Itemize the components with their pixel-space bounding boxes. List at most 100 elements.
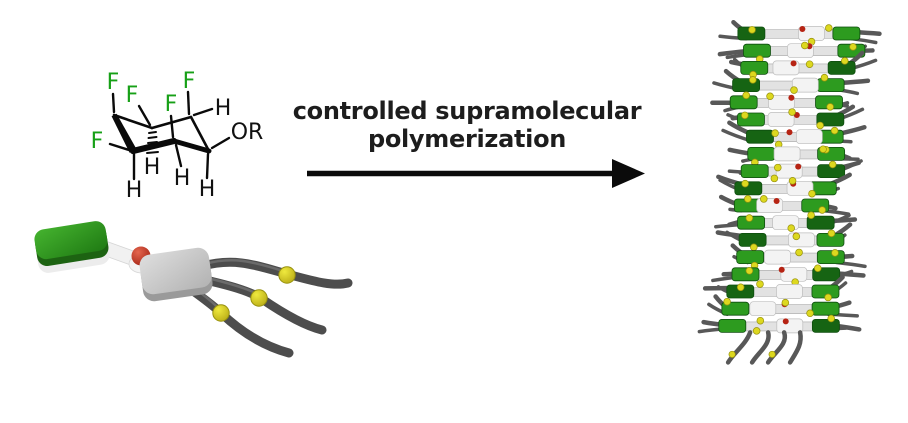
stack-bead [742,91,750,100]
stack-layer [702,274,848,302]
chain-bead [278,266,296,284]
fluorine-label: F [107,70,120,95]
hydrogen-label: H [174,166,191,191]
reaction-label-line1: controlled supramolecular [293,97,642,125]
stack-bead [827,229,836,238]
stack-bead [756,280,764,288]
stack-bead [792,232,801,241]
stack-bead [781,298,790,307]
stack-bead [736,283,745,292]
stack-bead [771,129,779,137]
stack-bead [816,121,824,130]
red-dot [788,94,795,101]
fray-bead [768,350,776,358]
fluorine-label: F [165,92,178,117]
stack-bead [800,41,809,50]
red-dot [782,318,789,325]
stack-layer [721,120,867,149]
stack-bead [756,316,765,325]
gray-core-block [139,247,213,302]
arrow-head [612,159,645,188]
hash-bond [146,131,159,154]
stack-bead [841,57,849,65]
stack-bead [831,249,839,257]
fluorine-label: F [126,83,139,108]
chain-bead [212,304,230,322]
green-tile [731,267,760,282]
stack-bead [805,60,814,68]
stack-layer [726,104,865,130]
chain-highlight [203,258,289,274]
white-block [768,94,795,110]
fray-bead [728,350,736,358]
stack-layer [728,50,878,79]
stack-bead [824,293,832,302]
stack-bead [741,111,749,120]
reaction-group: controlled supramolecular polymerization [293,97,645,188]
stack-bead [788,108,796,116]
green-tile [806,215,835,230]
stack-layer [716,172,852,198]
stack-bead [723,297,731,306]
stack-bead [790,86,798,94]
stack-bead [752,327,761,335]
monomer-3d-model [34,221,353,358]
stack-bead [745,267,754,275]
stack-bead [806,309,814,318]
white-block [791,77,819,93]
stack-bead [788,177,797,185]
stack-layer [718,194,851,216]
red-dot [790,60,797,67]
green-tile [736,250,765,265]
green-tile [816,112,845,127]
stack-bead [774,163,782,172]
fluorine-label: F [183,69,196,94]
stack-bead [766,92,774,100]
stack-bead [828,160,837,169]
stack-bead [819,145,827,153]
green-tile [740,164,769,179]
fray-chain [725,330,753,365]
stack-bead [787,224,795,232]
stack-bead [818,206,826,214]
reaction-label-line2: polymerization [368,125,566,153]
chain-bead [250,289,268,307]
stack-bead [744,195,752,203]
red-dot [799,26,806,32]
white-block [795,129,823,145]
green-tile [816,78,845,92]
stack-layer [730,243,867,270]
substituent-bonds [108,90,231,181]
stack-bead [750,243,758,251]
stack-layer [718,20,882,46]
wedge-bond [111,113,137,153]
stack-bead [827,314,835,323]
white-block [767,112,795,127]
stack-bead [770,174,779,183]
white-block [776,284,803,299]
green-head-block [34,221,110,273]
stack-bead [814,264,822,272]
stack-bead [808,189,816,198]
reaction-arrow [307,159,645,188]
monomer-structural-formula: F F F F F H H H H H OR [91,69,264,203]
fluorine-label: F [91,129,104,154]
stack-layer [715,222,853,251]
white-block [764,249,791,265]
stack-bead [820,73,829,82]
stack-layer [717,41,875,63]
stack-bead [749,76,757,84]
stack-bead [741,179,749,188]
stack-layer [727,145,860,167]
ether-group-label: OR [231,120,264,145]
green-tile [721,301,750,316]
hydrogen-label: H [199,177,216,202]
stack-layer [707,294,859,318]
stack-layer [710,91,850,113]
white-block [788,232,815,248]
green-tile [827,61,856,75]
head-top-face [34,221,108,260]
polymer-stack-render [697,20,882,365]
